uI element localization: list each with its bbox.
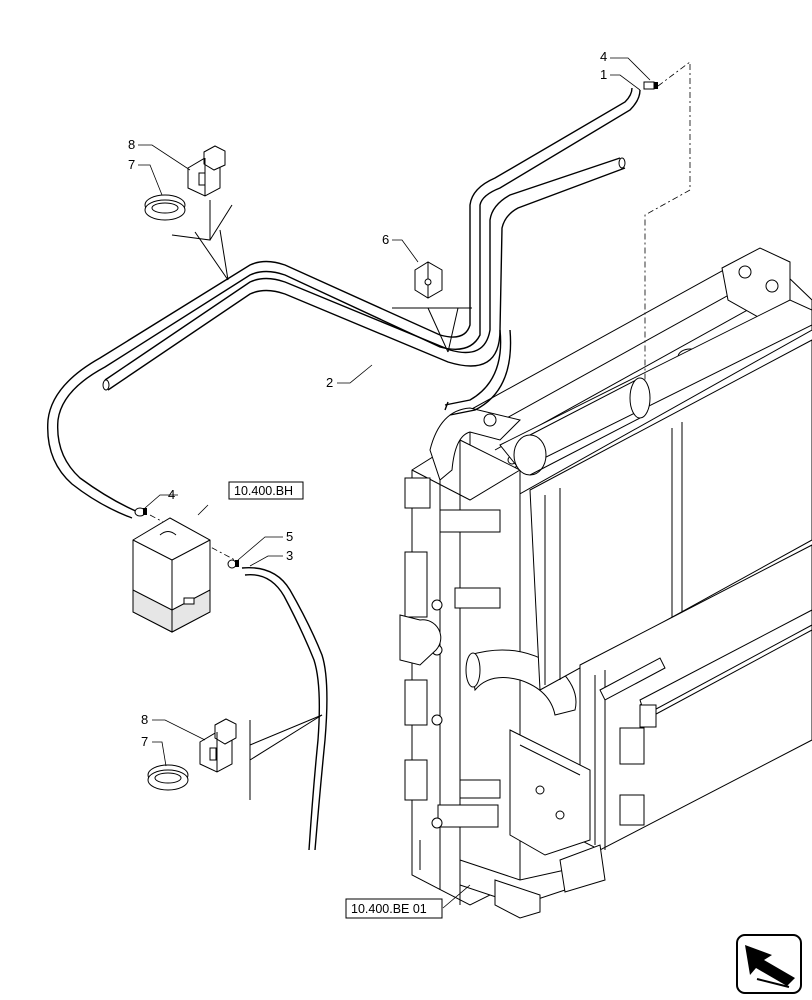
pointer-clamp-6 [392, 307, 472, 353]
callout-3: 3 [286, 548, 293, 563]
pointer-bottom [249, 714, 323, 800]
callout-2: 2 [326, 375, 333, 390]
clamp-8-top [187, 145, 226, 197]
callout-1: 1 [600, 67, 607, 82]
fitting-5 [227, 559, 239, 569]
reference-box-reservoir[interactable]: 10.400.BH [228, 481, 304, 500]
fitting-top [643, 81, 658, 90]
clip-7-bottom [147, 764, 189, 791]
callout-8-top: 8 [128, 137, 135, 152]
callout-4-mid: 4 [168, 487, 175, 502]
callout-5: 5 [286, 529, 293, 544]
callout-7-top: 7 [128, 157, 135, 172]
callout-4-top: 4 [600, 49, 607, 64]
reference-box-radiator[interactable]: 10.400.BE 01 [345, 898, 443, 919]
clamp-8-bottom [199, 718, 237, 773]
hose-2 [47, 87, 641, 519]
clamp-6 [414, 261, 443, 299]
reference-label-reservoir: 10.400.BH [234, 484, 293, 498]
callout-6: 6 [382, 232, 389, 247]
pointer-top-left [171, 200, 233, 281]
hose-3 [241, 566, 328, 851]
connection-line-top [644, 61, 691, 380]
arrow-icon[interactable] [736, 934, 802, 994]
radiator-assembly [399, 247, 812, 919]
callout-7-bottom: 7 [141, 734, 148, 749]
leader-lines [138, 57, 651, 909]
reference-label-radiator: 10.400.BE 01 [351, 902, 427, 916]
fitting-4-mid [134, 507, 147, 517]
coolant-reservoir [132, 517, 211, 633]
callout-8-bottom: 8 [141, 712, 148, 727]
clip-7-top [144, 194, 186, 221]
